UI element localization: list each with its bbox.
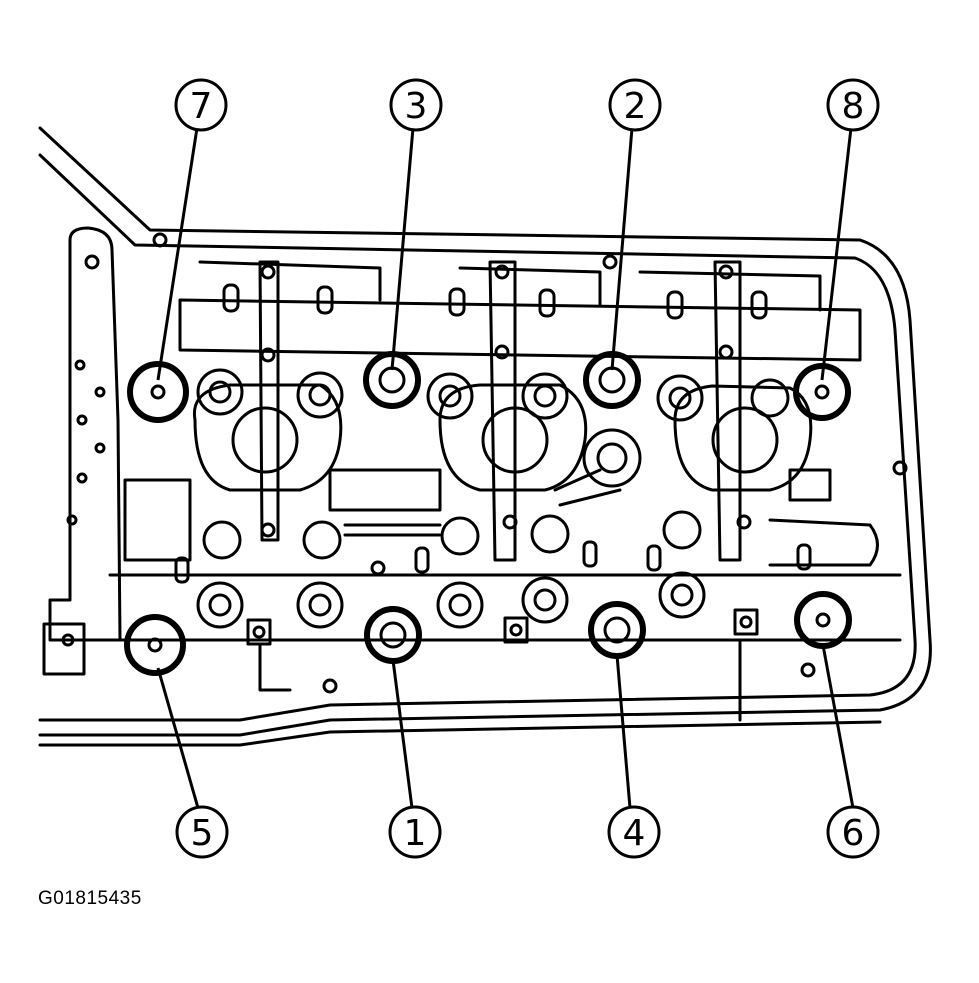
callouts: 7 3 2 8 5 1 4 6: [174, 78, 880, 859]
journal-center: [438, 383, 588, 492]
callout-1: 1: [388, 805, 442, 859]
svg-text:3: 3: [405, 86, 428, 127]
bolt-4: [588, 601, 646, 659]
bolt-6: [794, 591, 852, 649]
svg-text:1: 1: [404, 813, 427, 854]
svg-text:4: 4: [623, 813, 646, 854]
svg-text:8: 8: [842, 86, 865, 127]
callout-4: 4: [607, 805, 661, 859]
head-outline-inner: [38, 153, 917, 722]
bolt-5: [124, 614, 186, 676]
callout-5: 5: [175, 805, 229, 859]
bolt-8: [793, 363, 851, 421]
callout-8: 8: [826, 78, 880, 132]
left-flange: [48, 226, 122, 642]
head-outline: [38, 126, 932, 737]
upper-row: [178, 298, 862, 362]
callout-3: 3: [389, 78, 443, 132]
journal-left: [192, 383, 343, 492]
svg-text:2: 2: [624, 86, 647, 127]
bolt-1: [364, 606, 422, 664]
bolt-7: [127, 361, 189, 423]
svg-text:5: 5: [191, 813, 214, 854]
svg-text:7: 7: [190, 86, 213, 127]
leader-lines: [156, 127, 855, 809]
figure-id-label: G01815435: [38, 888, 142, 909]
callout-2: 2: [608, 78, 662, 132]
svg-text:6: 6: [842, 813, 865, 854]
callout-6: 6: [826, 805, 880, 859]
callout-7: 7: [174, 78, 228, 132]
